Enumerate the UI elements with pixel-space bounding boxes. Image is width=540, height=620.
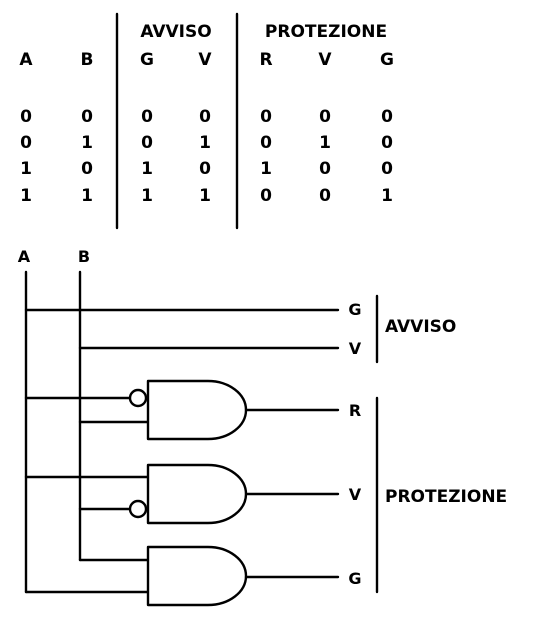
circuit: A B G V R V G AVVISO PROTE	[18, 247, 507, 607]
table-group-avviso: AVVISO	[140, 22, 211, 42]
table-cell: 0	[81, 159, 93, 179]
input-b-label: B	[78, 247, 90, 266]
table-row: 1 0 1 0 1 0 0	[20, 159, 393, 179]
gate1-inverter-bubble	[128, 388, 148, 408]
table-cell: 1	[20, 186, 32, 206]
input-a-label: A	[18, 247, 31, 266]
table-cell: 0	[319, 186, 331, 206]
output-prot-r-label: R	[349, 401, 361, 420]
table-body: 0 0 0 0 0 0 0 0 1 0 1 0 1 0 1 0 1 0 1 0 0 1 1 1 1 0 0 1	[20, 107, 393, 206]
table-header-4: V	[198, 50, 212, 70]
and-gate-1	[146, 379, 248, 441]
gate2-inverter-bubble	[128, 499, 148, 519]
table-cell: 1	[20, 159, 32, 179]
table-cell: 0	[381, 159, 393, 179]
table-cell: 1	[199, 133, 211, 153]
table-cell: 0	[319, 159, 331, 179]
table-header-5: R	[259, 50, 272, 70]
table-header-6: V	[318, 50, 332, 70]
table-cell: 0	[141, 107, 153, 127]
table-cell: 0	[141, 133, 153, 153]
table-cell: 0	[381, 133, 393, 153]
output-avviso-g-label: G	[348, 300, 361, 319]
table-group-protezione: PROTEZIONE	[265, 22, 387, 42]
table-row: 1 1 1 1 0 0 1	[20, 186, 393, 206]
table-cell: 1	[319, 133, 331, 153]
table-header-1: A	[19, 50, 33, 70]
table-cell: 0	[260, 107, 272, 127]
table-cell: 0	[381, 107, 393, 127]
table-row: 0 1 0 1 0 1 0	[20, 133, 393, 153]
table-header-2: B	[81, 50, 94, 70]
table-row: 0 0 0 0 0 0 0	[20, 107, 393, 127]
table-cell: 1	[141, 159, 153, 179]
table-header-3: G	[140, 50, 154, 70]
table-cell: 0	[199, 107, 211, 127]
circuit-group-avviso: AVVISO	[385, 317, 456, 337]
table-cell: 0	[260, 186, 272, 206]
table-cell: 0	[199, 159, 211, 179]
output-avviso-v-label: V	[349, 339, 362, 358]
table-cell: 1	[199, 186, 211, 206]
table-cell: 1	[81, 133, 93, 153]
table-cell: 0	[20, 133, 32, 153]
table-cell: 1	[381, 186, 393, 206]
table-cell: 0	[81, 107, 93, 127]
and-gate-2	[146, 463, 248, 525]
and-gate-3	[146, 545, 248, 607]
output-prot-v-label: V	[349, 485, 362, 504]
table-cell: 0	[20, 107, 32, 127]
table-cell: 1	[81, 186, 93, 206]
table-cell: 0	[319, 107, 331, 127]
table-header-7: G	[380, 50, 394, 70]
table-cell: 1	[141, 186, 153, 206]
table-cell: 0	[260, 133, 272, 153]
circuit-group-protezione: PROTEZIONE	[385, 487, 507, 507]
output-prot-g-label: G	[348, 569, 361, 588]
table-cell: 1	[260, 159, 272, 179]
